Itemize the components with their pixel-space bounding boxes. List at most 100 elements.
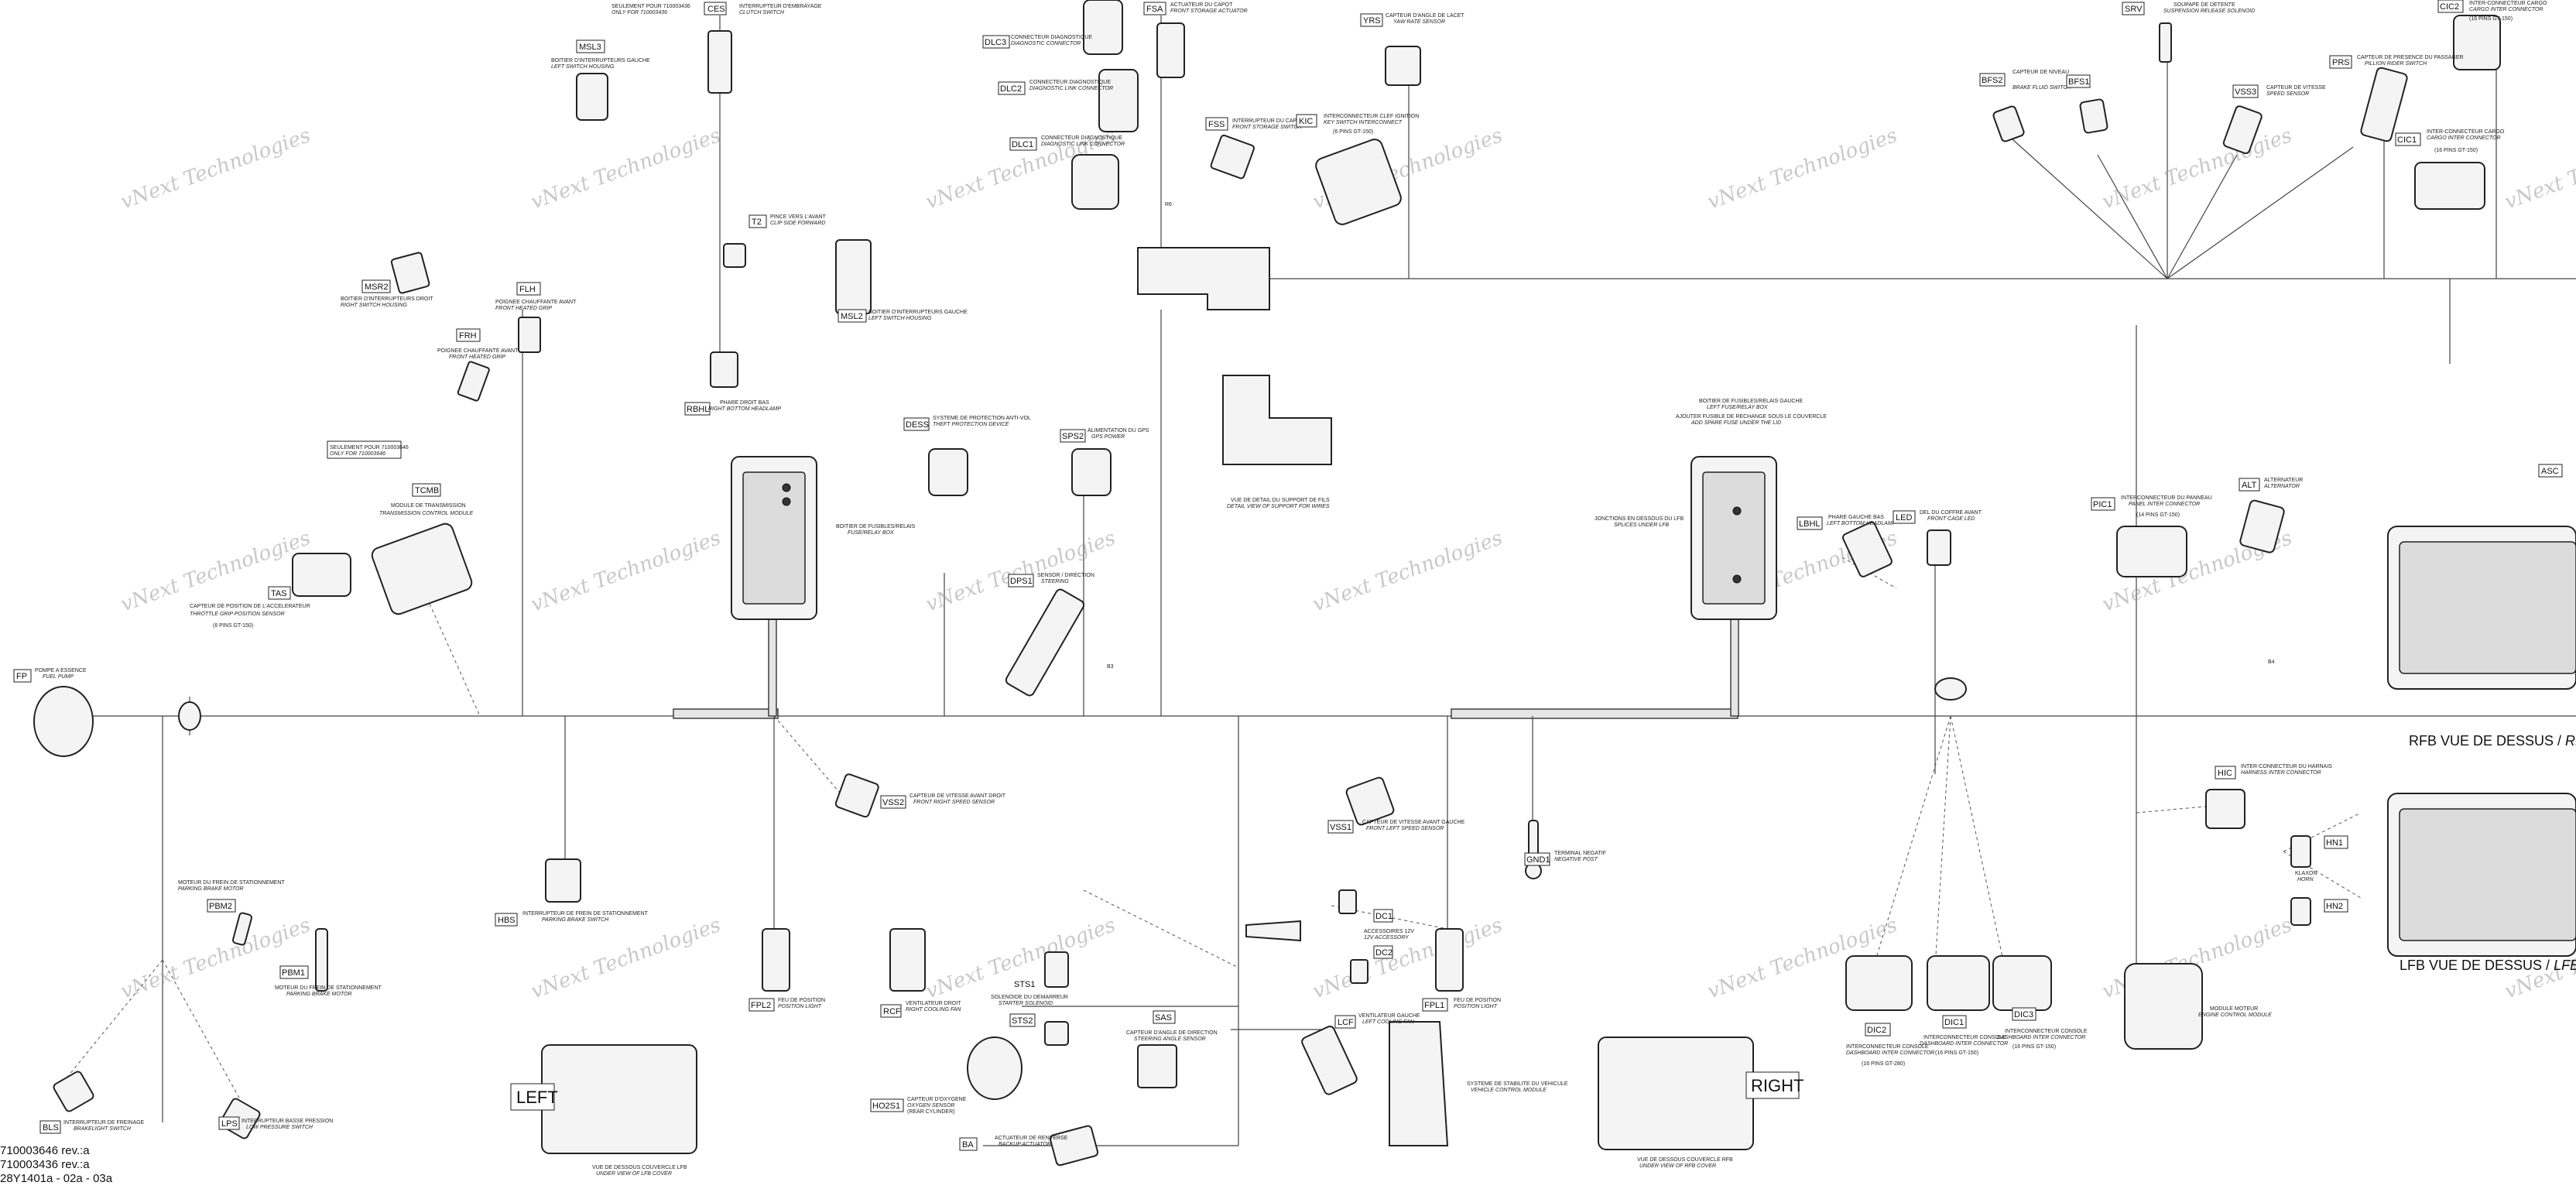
ces-code: CES bbox=[707, 5, 725, 14]
vss1-en: FRONT LEFT SPEED SENSOR bbox=[1366, 826, 1444, 831]
hn1-fr: KLAXON bbox=[2295, 871, 2317, 876]
label-ba: BA ACTUATEUR DE RENVERSE BACKUP ACTUATOR bbox=[959, 1136, 1068, 1151]
left-label: LEFT bbox=[516, 1088, 558, 1107]
label-hic: HIC INTER-CONNECTEUR DU HARNAIS HARNESS … bbox=[2215, 764, 2332, 780]
label-left: LEFT VUE DE DESSOUS COUVERCLE LFB UNDER … bbox=[510, 1083, 687, 1177]
tcmb-note-fr: SEULEMENT POUR 710003646 bbox=[330, 445, 409, 451]
pic1-en: PANEL INTER CONNECTOR bbox=[2129, 502, 2200, 507]
rcf-code: RCF bbox=[883, 1007, 901, 1016]
dic1-en: DASHBOARD INTER CONNECTOR bbox=[1920, 1041, 2008, 1047]
flh-code: FLH bbox=[519, 285, 536, 294]
gnd1-en: NEGATIVE POST bbox=[1554, 857, 1598, 862]
rfb-top-fr: RFB VUE DE DESSUS / bbox=[2409, 733, 2565, 749]
msl3-code: MSL3 bbox=[579, 43, 601, 52]
label-bls: BLS INTERRUPTEUR DE FREINAGE BRAKELIGHT … bbox=[39, 1120, 145, 1134]
fsa-fr: ACTUATEUR DU CAPOT bbox=[1170, 2, 1233, 8]
label-dlc1: DLC1 CONNECTEUR DIAGNOSTIQUE DIAGNOSTIC … bbox=[1009, 135, 1125, 151]
tcmb-en: TRANSMISSION CONTROL MODULE bbox=[379, 511, 474, 516]
pic1-pins: (14 PINS GT-150) bbox=[2136, 512, 2180, 518]
ba-fr: ACTUATEUR DE RENVERSE bbox=[995, 1136, 1068, 1141]
dic1-pins: (16 PINS GT-150) bbox=[1935, 1050, 1978, 1056]
ces-note-fr: SEULEMENT POUR 710003436 bbox=[611, 4, 690, 9]
tas-fr: CAPTEUR DE POSITION DE L'ACCELERATEUR bbox=[190, 604, 310, 609]
dic3-en: DASHBOARD INTER CONNECTOR bbox=[1997, 1035, 2085, 1040]
fp-code: FP bbox=[16, 672, 27, 681]
splice-fr: JONCTIONS EN DESSOUS DU LFB bbox=[1595, 516, 1684, 522]
label-fusebox-right: BOITIER DE FUSIBLES/RELAIS GAUCHE LEFT F… bbox=[1676, 399, 1827, 426]
dic2-fr: INTERCONNECTEUR CONSOLE bbox=[1846, 1044, 1929, 1050]
gnd1-fr: TERMINAL NEGATIF bbox=[1554, 851, 1606, 856]
cic1-en: CARGO INTER CONNECTOR bbox=[2427, 135, 2501, 141]
dc2-code: DC2 bbox=[1375, 948, 1392, 958]
support-en: DETAIL VIEW OF SUPPORT FOR WIRES bbox=[1227, 504, 1330, 509]
vss3-code: VSS3 bbox=[2235, 87, 2256, 97]
dic2-code: DIC2 bbox=[1867, 1026, 1886, 1035]
tas-en: THROTTLE GRIP POSITION SENSOR bbox=[190, 612, 285, 617]
footer-line-3: 28Y1401a - 02a - 03a bbox=[0, 1172, 113, 1185]
lbhl-fr: PHARE GAUCHE BAS bbox=[1828, 515, 1884, 520]
label-t2: T2 PINCE VERS L'AVANT CLIP SIDE FORWARD bbox=[748, 214, 827, 228]
dic2-pins: (16 PINS GT-280) bbox=[1862, 1061, 1905, 1067]
label-msl3: MSL3 BOITIER D'INTERRUPTEURS GAUCHE LEFT… bbox=[551, 39, 650, 70]
watermark: vNext Technologies bbox=[1704, 124, 1900, 214]
p-b4: B4 bbox=[2268, 660, 2275, 665]
sts2-code: STS2 bbox=[1012, 1016, 1033, 1026]
srv-en: SUSPENSION RELEASE SOLENOID bbox=[2163, 9, 2255, 14]
dic3-fr: INTERCONNECTEUR CONSOLE bbox=[2005, 1029, 2088, 1034]
rfb-under-en: UNDER VIEW OF RFB COVER bbox=[1639, 1163, 1716, 1169]
watermark: vNext Technologies bbox=[1310, 526, 1506, 617]
tcmb-code: TCMB bbox=[415, 486, 439, 495]
tas-pins: (6 PINS GT-150) bbox=[213, 623, 253, 629]
rcf-en: RIGHT COOLING FAN bbox=[906, 1007, 961, 1013]
sas-fr: CAPTEUR D'ANGLE DE DIRECTION bbox=[1126, 1030, 1218, 1036]
watermark: vNext Technologies bbox=[1310, 913, 1506, 1004]
prs-code: PRS bbox=[2332, 58, 2350, 67]
lfb-under-fr: VUE DE DESSOUS COUVERCLE LFB bbox=[592, 1165, 687, 1170]
ces-en: CLUTCH SWITCH bbox=[739, 10, 785, 15]
lcf-code: LCF bbox=[1338, 1018, 1354, 1027]
hbs-en: PARKING BRAKE SWITCH bbox=[542, 917, 609, 923]
label-vss1: VSS1 CAPTEUR DE VITESSE AVANT GAUCHE FRO… bbox=[1327, 820, 1465, 834]
sas-en: STEERING ANGLE SENSOR bbox=[1134, 1037, 1206, 1042]
fss-fr: INTERRUPTEUR DU CAPOT bbox=[1232, 118, 1305, 124]
srv-code: SRV bbox=[2125, 5, 2143, 14]
cic2-fr: INTER-CONNECTEUR CARGO bbox=[2469, 1, 2547, 6]
dc1-en: 12V ACCESSORY bbox=[1364, 935, 1410, 941]
flh-en: FRONT HEATED GRIP bbox=[495, 306, 552, 311]
label-ces: CES SEULEMENT POUR 710003436 ONLY FOR 71… bbox=[611, 2, 822, 15]
fusebox-right-note-en: ADD SPARE FUSE UNDER THE LID bbox=[1690, 420, 1781, 426]
label-led: LED DEL DU COFFRE AVANT FRONT CAGE LED bbox=[1893, 510, 1982, 524]
fss-code: FSS bbox=[1208, 120, 1225, 129]
label-lps: LPS INTERRUPTEUR BASSE PRESSION LOW PRES… bbox=[218, 1116, 333, 1130]
pbm2-en: PARKING BRAKE MOTOR bbox=[178, 886, 244, 892]
footer-line-2: 710003436 rev.:a bbox=[0, 1158, 90, 1171]
dlc3-en: DIAGNOSTIC CONNECTOR bbox=[1011, 41, 1081, 46]
lfb-top-en: LFB TOP bbox=[2554, 958, 2576, 973]
lfb-under-en: UNDER VIEW OF LFB COVER bbox=[596, 1171, 672, 1177]
kic-en: KEY SWITCH INTERCONNECT bbox=[1324, 120, 1403, 125]
dlc2-code: DLC2 bbox=[1000, 84, 1022, 94]
label-dlc2: DLC2 CONNECTEUR DIAGNOSTIQUE DIAGNOSTIC … bbox=[998, 80, 1113, 95]
label-bfs: BFS2 CAPTEUR DE NIVEAU BRAKE FLUID SWITC… bbox=[1979, 70, 2091, 91]
pbm2-code: PBM2 bbox=[209, 902, 232, 911]
watermark: vNext Technologies bbox=[923, 526, 1118, 617]
pbm2-fr: MOTEUR DU FREIN DE STATIONNEMENT bbox=[178, 880, 286, 886]
ho2s1-extra: (REAR CYLINDER) bbox=[907, 1109, 954, 1115]
label-dc: DC1 ACCESSOIRES 12V 12V ACCESSORY DC2 bbox=[1364, 909, 1414, 959]
label-tcmb: SEULEMENT POUR 710003646 ONLY FOR 710003… bbox=[327, 440, 474, 516]
alt-code: ALT bbox=[2242, 481, 2257, 490]
prs-en: PILLION RIDER SWITCH bbox=[2365, 61, 2427, 67]
fp-en: FUEL PUMP bbox=[43, 674, 74, 680]
fss-en: FRONT STORAGE SWITCH bbox=[1232, 125, 1303, 130]
label-rbhl: RBHL PHARE DROIT BAS RIGHT BOTTOM HEADLA… bbox=[684, 400, 781, 416]
label-support: VUE DE DETAIL DU SUPPORT DE FILS DETAIL … bbox=[1227, 498, 1330, 509]
label-fss: FSS INTERRUPTEUR DU CAPOT FRONT STORAGE … bbox=[1205, 117, 1305, 131]
pic1-fr: INTERCONNECTEUR DU PANNEAU bbox=[2121, 495, 2212, 501]
dlc2-en: DIAGNOSTIC LINK CONNECTOR bbox=[1029, 86, 1113, 91]
dc1-fr: ACCESSOIRES 12V bbox=[1364, 929, 1414, 934]
ecm-en: ENGINE CONTROL MODULE bbox=[2198, 1013, 2272, 1018]
label-yrs: YRS CAPTEUR D'ANGLE DE LACET YAW RATE SE… bbox=[1360, 13, 1464, 27]
alt-fr: ALTERNATEUR bbox=[2264, 478, 2303, 483]
led-fr: DEL DU COFFRE AVANT bbox=[1920, 510, 1982, 516]
hbs-code: HBS bbox=[498, 916, 516, 925]
